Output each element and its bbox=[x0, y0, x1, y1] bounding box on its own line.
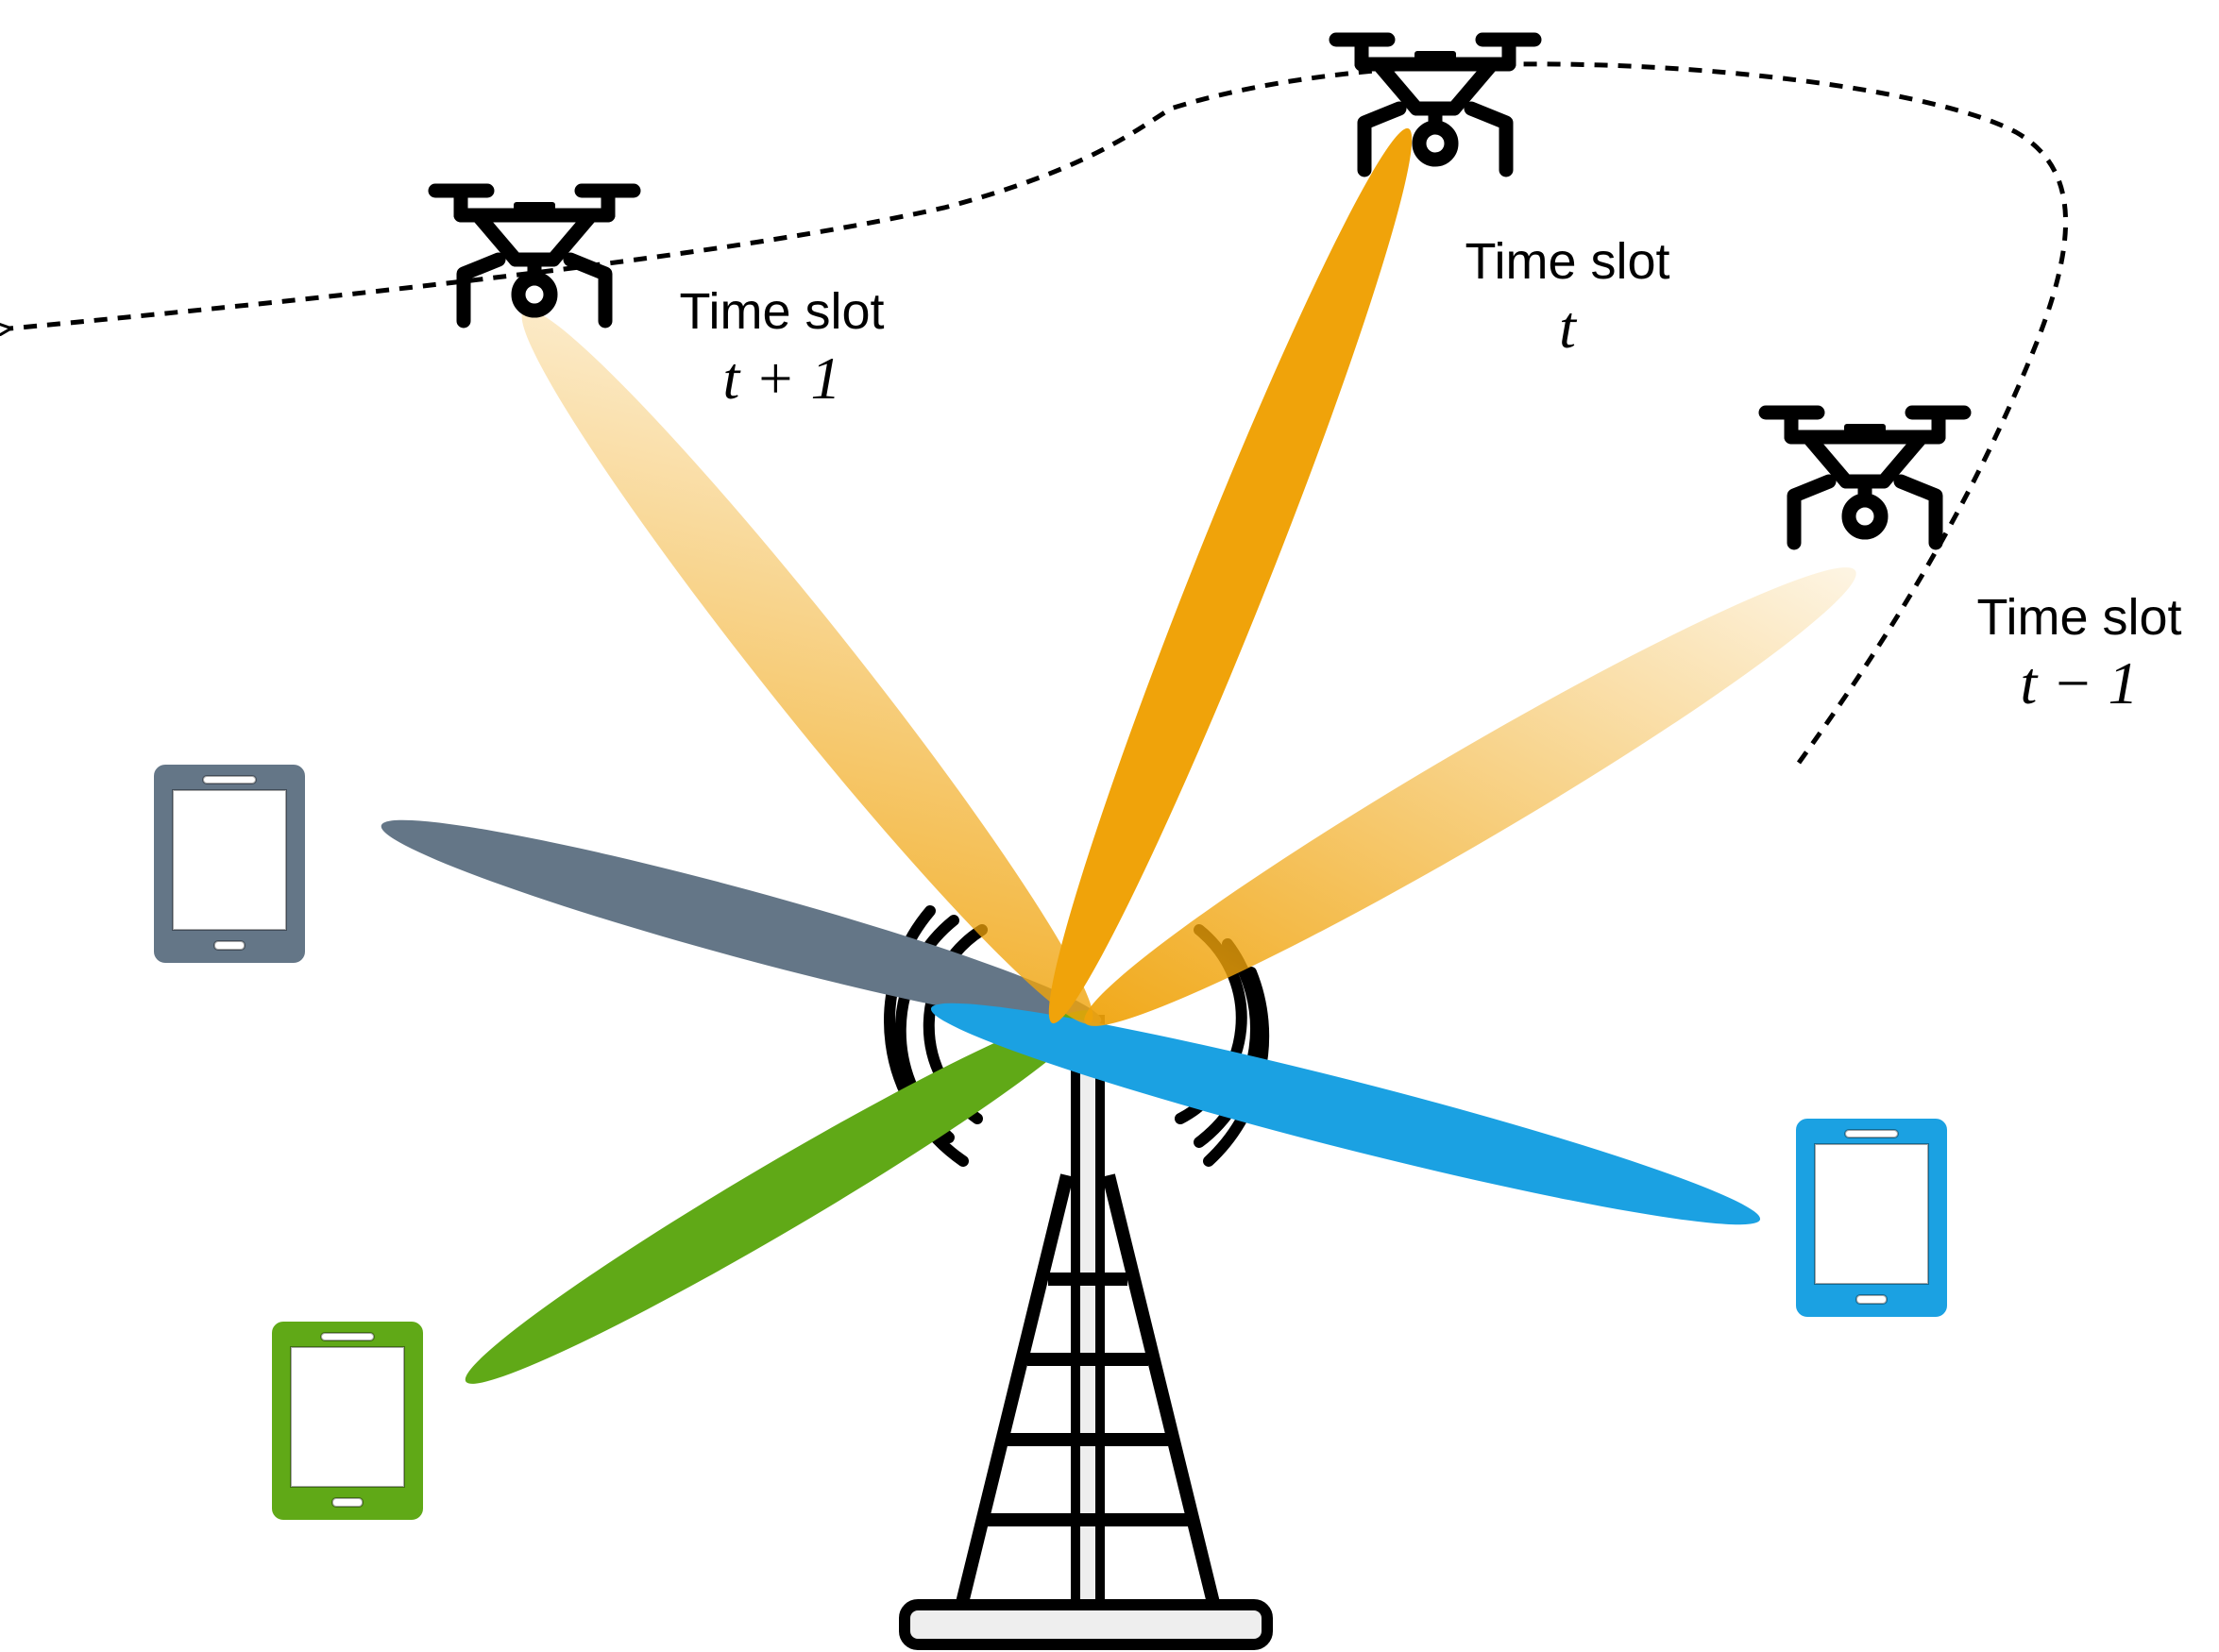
label-slot-t-line1: Time slot bbox=[1465, 233, 1669, 290]
smartphone-icon-green bbox=[272, 1322, 423, 1520]
label-slot-t: Time slot t bbox=[1465, 233, 1669, 361]
uav-trajectory bbox=[9, 61, 2068, 765]
smartphone-icon-blue bbox=[1796, 1119, 1947, 1317]
label-slot-t-plus-1-line2: t + 1 bbox=[723, 345, 841, 412]
drone-icon-slot-t bbox=[1336, 40, 1534, 170]
beam-uav-t bbox=[1048, 127, 1413, 1024]
label-slot-t-minus-1-line2: t − 1 bbox=[2021, 649, 2139, 716]
label-slot-t-minus-1-line1: Time slot bbox=[1976, 589, 2181, 646]
beam-user-gray bbox=[381, 819, 1102, 1027]
drone-icon-slot-t-plus-1 bbox=[435, 191, 634, 321]
label-slot-t-plus-1: Time slot t + 1 bbox=[679, 283, 884, 412]
beam-uav-t-minus-1 bbox=[1084, 567, 1856, 1026]
label-slot-t-minus-1: Time slot t − 1 bbox=[1976, 589, 2181, 716]
beam-user-blue bbox=[930, 1003, 1761, 1225]
label-slot-t-line2: t bbox=[1559, 294, 1578, 361]
beam-user-green bbox=[465, 1010, 1093, 1384]
label-slot-t-plus-1-line1: Time slot bbox=[679, 283, 884, 340]
beam-uav-t-plus-1 bbox=[521, 309, 1093, 1024]
drone-icon-slot-t-minus-1 bbox=[1766, 413, 1964, 543]
smartphone-icon-gray bbox=[154, 765, 305, 963]
beam-pattern bbox=[381, 127, 1856, 1384]
